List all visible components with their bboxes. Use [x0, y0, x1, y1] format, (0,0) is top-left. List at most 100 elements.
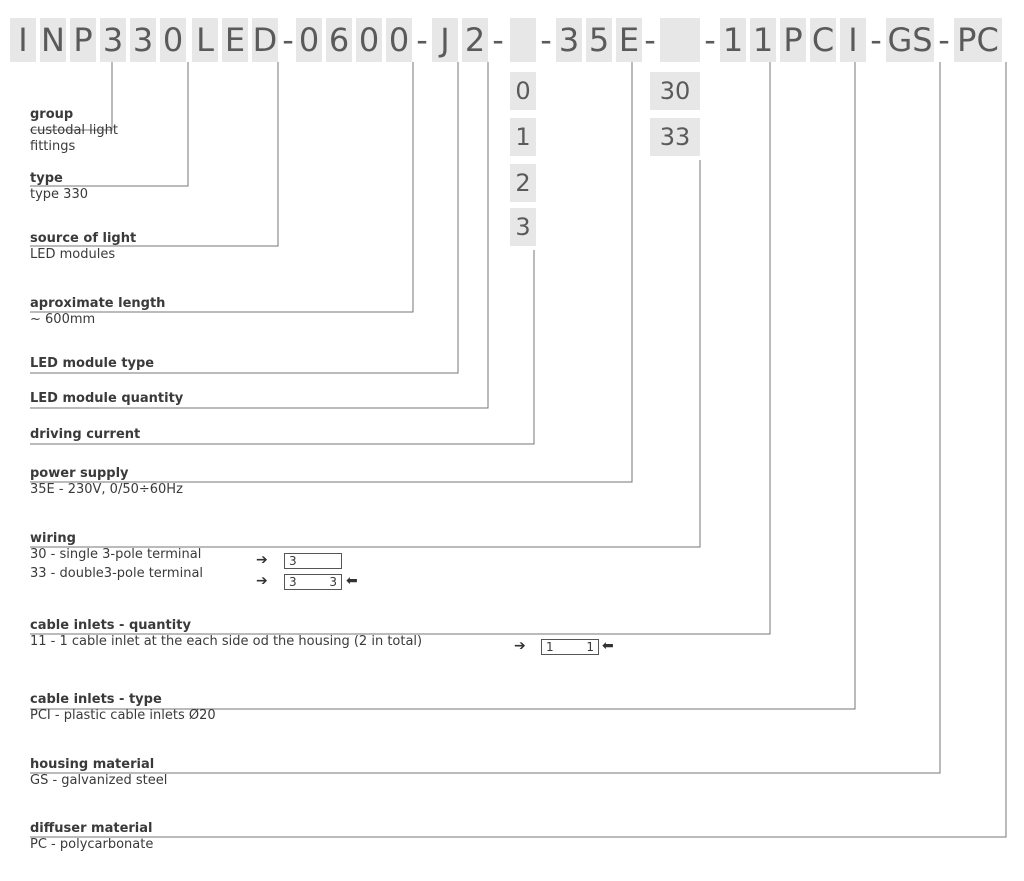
label-desc: fittings — [30, 139, 76, 154]
label-desc: LED modules — [30, 247, 116, 262]
code-char: 0 — [386, 18, 412, 62]
label-title: source of light — [30, 231, 137, 246]
label-title: type — [30, 171, 63, 186]
label-title: cable inlets - type — [30, 692, 162, 707]
label-title: LED module type — [30, 356, 155, 371]
terminal-box-30: 3 — [284, 553, 342, 569]
code-char: 6 — [326, 18, 352, 62]
option-driving-current: 2 — [510, 164, 536, 202]
code-separator: - — [870, 21, 882, 59]
option-driving-current: 3 — [510, 208, 536, 246]
line-driving-current — [30, 250, 535, 445]
option-wiring: 30 — [650, 72, 700, 110]
code-char: C — [810, 18, 836, 62]
code-char: E — [616, 18, 642, 62]
line-module-type — [30, 62, 459, 374]
code-char: P — [780, 18, 806, 62]
box-digit: 3 — [289, 575, 297, 589]
box-digit: 1 — [546, 640, 554, 654]
line-module-qty — [30, 62, 489, 409]
code-char: 3 — [130, 18, 156, 62]
code-char: PC — [954, 18, 1002, 62]
label-housing: housing material GS - galvanized steel — [30, 757, 167, 789]
label-desc: GS - galvanized steel — [30, 773, 168, 788]
code-char: 3 — [556, 18, 582, 62]
code-char: 5 — [586, 18, 612, 62]
label-wiring: wiring 30 - single 3-pole terminal 33 - … — [30, 531, 203, 582]
code-char: 0 — [356, 18, 382, 62]
terminal-box-33: 3 3 — [284, 574, 342, 590]
label-source: source of light LED modules — [30, 231, 136, 263]
line-inlet-qty — [30, 62, 771, 635]
line-length — [30, 62, 414, 313]
box-digit: 3 — [289, 554, 297, 568]
code-separator: - — [282, 21, 294, 59]
label-module-qty: LED module quantity — [30, 391, 183, 407]
box-digit: 3 — [329, 575, 337, 589]
label-type: type type 330 — [30, 171, 88, 203]
code-blank-driving-current — [510, 18, 536, 62]
label-desc: 33 - double3-pole terminal — [30, 566, 204, 581]
line-diffuser — [30, 62, 1007, 838]
code-char: 3 — [100, 18, 126, 62]
label-desc: 30 - single 3-pole terminal — [30, 547, 202, 562]
label-title: cable inlets - quantity — [30, 618, 191, 633]
arrow-right-icon: ➔ — [256, 552, 268, 568]
label-desc: PCI - plastic cable inlets Ø20 — [30, 708, 216, 723]
label-title: power supply — [30, 466, 129, 481]
label-desc: 35E - 230V, 0/50÷60Hz — [30, 482, 183, 497]
label-length: aproximate length ~ 600mm — [30, 296, 165, 328]
label-title: housing material — [30, 757, 155, 772]
label-driving-current: driving current — [30, 427, 140, 443]
code-char: 1 — [720, 18, 746, 62]
label-inlet-qty: cable inlets - quantity 11 - 1 cable inl… — [30, 618, 422, 650]
arrow-right-icon: ➔ — [514, 638, 526, 654]
label-diffuser: diffuser material PC - polycarbonate — [30, 821, 153, 853]
code-char: D — [252, 18, 278, 62]
label-title: group — [30, 107, 74, 122]
label-group: group custodal light fittings — [30, 107, 118, 155]
code-char: I — [10, 18, 36, 62]
box-digit: 1 — [586, 640, 594, 654]
label-power: power supply 35E - 230V, 0/50÷60Hz — [30, 466, 183, 498]
code-separator: - — [540, 21, 552, 59]
code-char: 2 — [462, 18, 488, 62]
arrow-left-icon: ⬅ — [602, 638, 614, 654]
code-blank-wiring — [660, 18, 700, 62]
label-desc: ~ 600mm — [30, 312, 96, 327]
code-char: 0 — [296, 18, 322, 62]
code-char: N — [40, 18, 66, 62]
label-desc: 11 - 1 cable inlet at the each side od t… — [30, 634, 423, 649]
code-char: GS — [886, 18, 934, 62]
line-wiring — [30, 160, 701, 548]
label-title: LED module quantity — [30, 391, 184, 406]
code-char: P — [70, 18, 96, 62]
code-char: I — [840, 18, 866, 62]
arrow-right-icon: ➔ — [256, 573, 268, 589]
label-inlet-type: cable inlets - type PCI - plastic cable … — [30, 692, 216, 724]
code-char: 0 — [160, 18, 186, 62]
label-module-type: LED module type — [30, 356, 154, 372]
option-wiring: 33 — [650, 118, 700, 156]
inlet-box-11: 1 1 — [541, 639, 599, 655]
code-separator: - — [644, 21, 656, 59]
line-housing — [30, 62, 941, 774]
code-separator: - — [492, 21, 504, 59]
line-group — [30, 62, 113, 131]
code-char: J — [432, 18, 458, 62]
code-char: L — [192, 18, 218, 62]
label-title: diffuser material — [30, 821, 153, 836]
label-title: wiring — [30, 531, 76, 546]
code-separator: - — [704, 21, 716, 59]
code-separator: - — [416, 21, 428, 59]
label-title: aproximate length — [30, 296, 166, 311]
label-desc: PC - polycarbonate — [30, 837, 154, 852]
label-desc: type 330 — [30, 187, 88, 202]
line-type — [30, 62, 189, 187]
code-char: E — [222, 18, 248, 62]
arrow-left-icon: ⬅ — [346, 573, 358, 589]
line-power — [30, 62, 633, 483]
label-title: driving current — [30, 427, 141, 442]
option-driving-current: 1 — [510, 118, 536, 156]
